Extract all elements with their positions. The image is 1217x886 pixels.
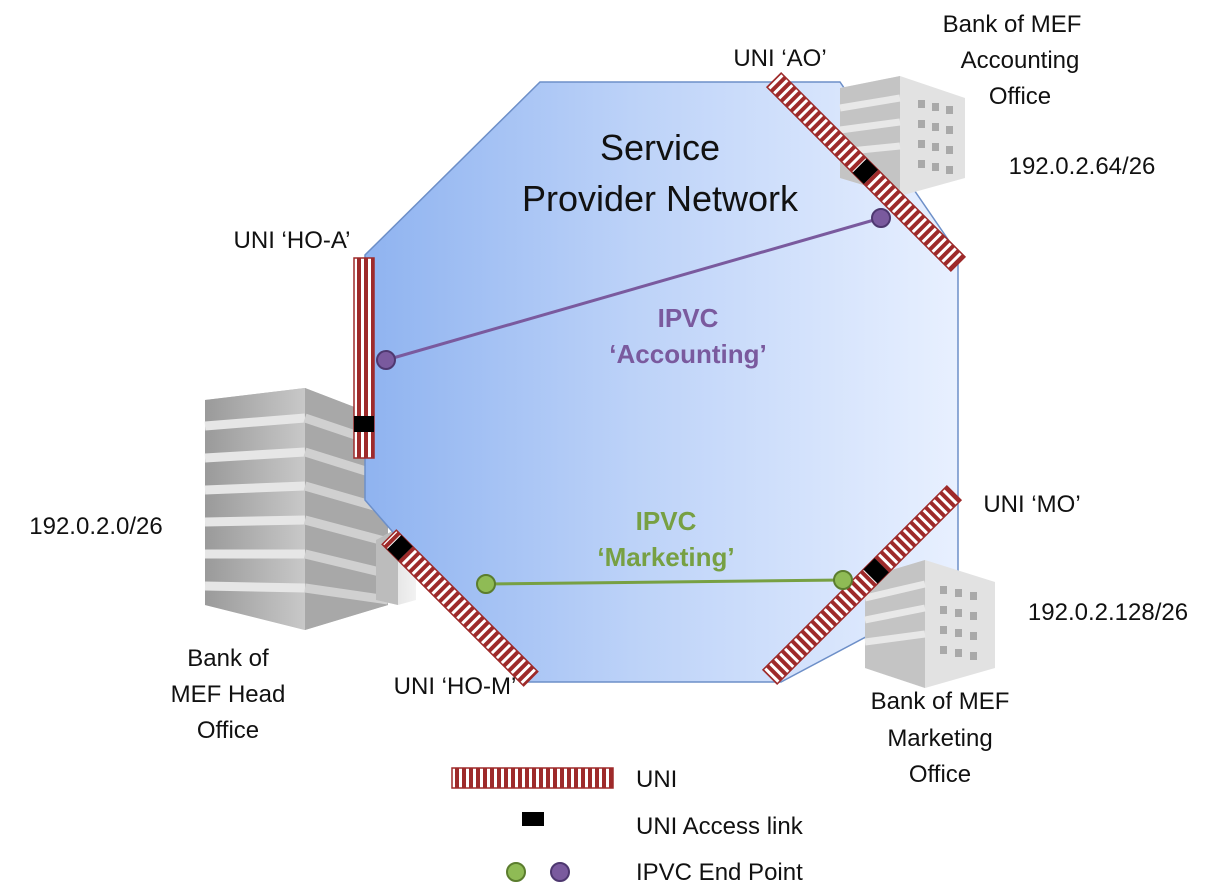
head-office-subnet: 192.0.2.0/26 [29, 513, 162, 540]
marketing-office-name-line2: Marketing [887, 725, 992, 752]
marketing-office-building [864, 560, 995, 688]
marketing-office-subnet: 192.0.2.128/26 [1028, 599, 1188, 626]
head-office-name-line1: Bank of [187, 645, 269, 672]
ipvc-marketing-endpoint-mo[interactable] [833, 570, 853, 590]
legend-endpoint-green-icon [506, 862, 526, 882]
ipvc-marketing-endpoint-ho-m[interactable] [476, 574, 496, 594]
ipvc-marketing-line [485, 578, 844, 586]
accounting-office-name-line2: Accounting [961, 47, 1080, 74]
legend-endpoint-label: IPVC End Point [636, 859, 803, 886]
uni-ho-m[interactable] [381, 529, 539, 687]
legend: UNI UNI Access link IPVC End Point [451, 766, 804, 886]
ipvc-accounting-endpoint-ho-a[interactable] [376, 350, 396, 370]
accounting-office-subnet: 192.0.2.64/26 [1009, 153, 1156, 180]
legend-access-link-swatch [522, 812, 544, 826]
uni-mo[interactable] [761, 484, 963, 686]
legend-access-link-label: UNI Access link [636, 813, 804, 840]
marketing-office-name-line3: Office [909, 761, 971, 788]
uni-mo-access-link [863, 558, 889, 584]
ipvc-accounting-line [385, 216, 882, 362]
uni-ao[interactable] [765, 71, 967, 273]
ipvc-accounting-endpoint-ao[interactable] [871, 208, 891, 228]
uni-ao-label: UNI ‘AO’ [733, 45, 826, 72]
uni-ho-m-label: UNI ‘HO-M’ [394, 673, 517, 700]
uni-ho-a-label: UNI ‘HO-A’ [234, 227, 351, 254]
ipvc-marketing-label-line2: ‘Marketing’ [597, 542, 734, 572]
accounting-office-name-line1: Bank of MEF [943, 11, 1082, 38]
head-office-name-line3: Office [197, 717, 259, 744]
uni-ho-a[interactable] [353, 257, 375, 459]
uni-mo-label: UNI ‘MO’ [983, 491, 1080, 518]
network-title-line2: Provider Network [522, 178, 799, 219]
uni-ho-m-access-link [387, 535, 413, 561]
ipvc-accounting-label-line1: IPVC [658, 303, 719, 333]
legend-uni-swatch [451, 767, 614, 789]
network-title-line1: Service [600, 127, 720, 168]
ipvc-marketing-label-line1: IPVC [636, 506, 697, 536]
uni-ao-access-link [852, 158, 879, 185]
legend-uni-label: UNI [636, 766, 677, 793]
ipvc-accounting-label-line2: ‘Accounting’ [609, 339, 766, 369]
accounting-office-name-line3: Office [989, 83, 1051, 110]
legend-endpoint-purple-icon [550, 862, 570, 882]
uni-ho-a-access-link [354, 416, 374, 432]
head-office-name-line2: MEF Head [171, 681, 286, 708]
marketing-office-name-line1: Bank of MEF [871, 688, 1010, 715]
